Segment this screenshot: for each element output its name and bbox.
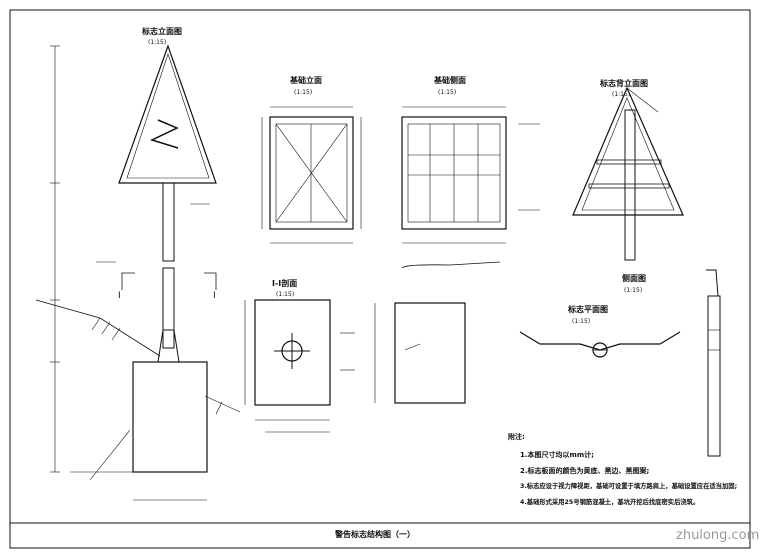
note-item: 4.基础形式采用25号钢筋混凝土，基坑开挖后找底密实后浇筑。 (520, 499, 700, 506)
section-mark-right: I (213, 291, 216, 301)
section-1-1-scale: (1:15) (276, 291, 295, 298)
note-item: 1.本图尺寸均以mm计; (520, 451, 594, 459)
sheet-title: 警告标志结构图（一） (335, 530, 415, 539)
side-view-scale: (1:15) (624, 287, 643, 294)
foundation-elevation-title: 基础立面 (290, 76, 322, 85)
section-1-1-title: I-I剖面 (272, 279, 298, 288)
side-view-drawing (706, 269, 721, 457)
foundation-side-drawing (401, 106, 540, 269)
note-item: 3.标志应设于视力障视距，基础可设置于填方路肩上，基础设置应在适当加固; (520, 483, 738, 490)
foundation-elevation-scale: (1:15) (294, 89, 313, 96)
section-mark-left: I (118, 291, 121, 301)
plan-view-title: 标志平面图 (568, 305, 608, 314)
note-item: 2.标志板面的颜色为黄底、黑边、黑图案; (520, 467, 650, 475)
sign-back-elevation-drawing (572, 86, 684, 261)
plan-view-scale: (1:15) (572, 318, 591, 325)
elevation-title: 标志立面图 (142, 27, 182, 36)
sheet-border (9, 9, 751, 549)
back-elevation-scale: (1:15) (612, 91, 631, 98)
base-plate-drawing (374, 302, 466, 404)
watermark: zhulong.com (676, 528, 760, 543)
elevation-scale: (1:15) (148, 39, 167, 46)
side-view-title: 侧面图 (622, 274, 646, 283)
foundation-elevation-drawing (261, 106, 362, 244)
foundation-side-title: 基础侧面 (434, 76, 466, 85)
foundation-side-scale: (1:15) (438, 89, 457, 96)
sign-elevation-drawing (35, 44, 241, 501)
back-elevation-title: 标志背立面图 (600, 79, 648, 88)
sign-plan-drawing (519, 331, 681, 358)
section-1-1-drawing (244, 299, 355, 433)
notes-heading: 附注: (508, 433, 525, 441)
